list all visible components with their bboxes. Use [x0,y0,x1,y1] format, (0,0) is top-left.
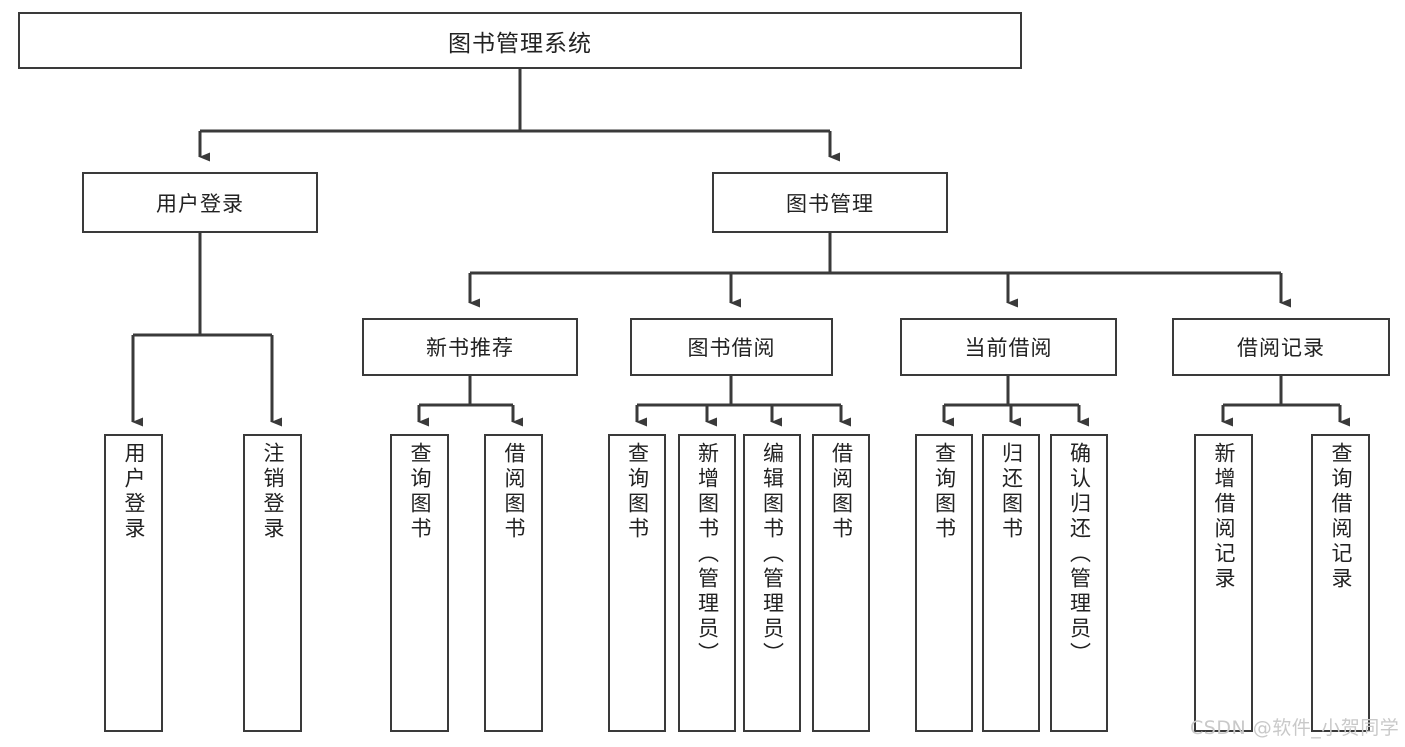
node-book-management-label: 图书管理 [786,191,874,216]
node-leaf-query-book-1[interactable]: 查询图书 [390,434,449,732]
node-leaf-edit-book-label: 编辑图书（管理员） [760,442,785,667]
node-leaf-add-record-label: 新增借阅记录 [1212,442,1236,592]
node-leaf-borrow-book-2-label: 借阅图书 [829,442,854,542]
node-leaf-query-record-label: 查询借阅记录 [1329,442,1353,592]
node-leaf-user-login[interactable]: 用户登录 [104,434,163,732]
node-leaf-logout-login-label: 注销登录 [261,442,285,542]
node-new-book-recommend-label: 新书推荐 [426,336,514,360]
node-current-borrow[interactable]: 当前借阅 [900,318,1117,376]
node-leaf-borrow-book-1-label: 借阅图书 [502,442,526,542]
node-leaf-confirm-return[interactable]: 确认归还（管理员） [1050,434,1108,732]
node-leaf-confirm-return-label: 确认归还（管理员） [1067,442,1092,667]
node-leaf-borrow-book-2[interactable]: 借阅图书 [812,434,870,732]
node-leaf-logout-login[interactable]: 注销登录 [243,434,302,732]
node-book-management[interactable]: 图书管理 [712,172,948,233]
node-book-borrow-label: 图书借阅 [687,336,776,360]
node-leaf-add-book-label: 新增图书（管理员） [695,442,720,667]
node-leaf-query-book-2-label: 查询图书 [625,442,650,542]
node-leaf-borrow-book-1[interactable]: 借阅图书 [484,434,543,732]
node-new-book-recommend[interactable]: 新书推荐 [362,318,578,376]
node-leaf-return-book[interactable]: 归还图书 [982,434,1040,732]
node-leaf-query-book-3[interactable]: 查询图书 [915,434,973,732]
node-root[interactable]: 图书管理系统 [18,12,1022,69]
node-leaf-query-book-2[interactable]: 查询图书 [608,434,666,732]
node-leaf-edit-book[interactable]: 编辑图书（管理员） [743,434,801,732]
node-leaf-query-book-3-label: 查询图书 [932,442,957,542]
node-leaf-add-book[interactable]: 新增图书（管理员） [678,434,736,732]
node-borrow-record-label: 借阅记录 [1237,336,1325,360]
node-current-borrow-label: 当前借阅 [964,336,1053,360]
node-leaf-query-book-1-label: 查询图书 [408,442,432,542]
node-leaf-user-login-label: 用户登录 [122,442,146,542]
node-book-borrow[interactable]: 图书借阅 [630,318,833,376]
node-user-login-label: 用户登录 [156,191,244,216]
node-leaf-add-record[interactable]: 新增借阅记录 [1194,434,1253,732]
node-leaf-query-record[interactable]: 查询借阅记录 [1311,434,1370,732]
node-root-label: 图书管理系统 [448,30,592,57]
node-borrow-record[interactable]: 借阅记录 [1172,318,1390,376]
node-user-login[interactable]: 用户登录 [82,172,318,233]
node-leaf-return-book-label: 归还图书 [999,442,1024,542]
